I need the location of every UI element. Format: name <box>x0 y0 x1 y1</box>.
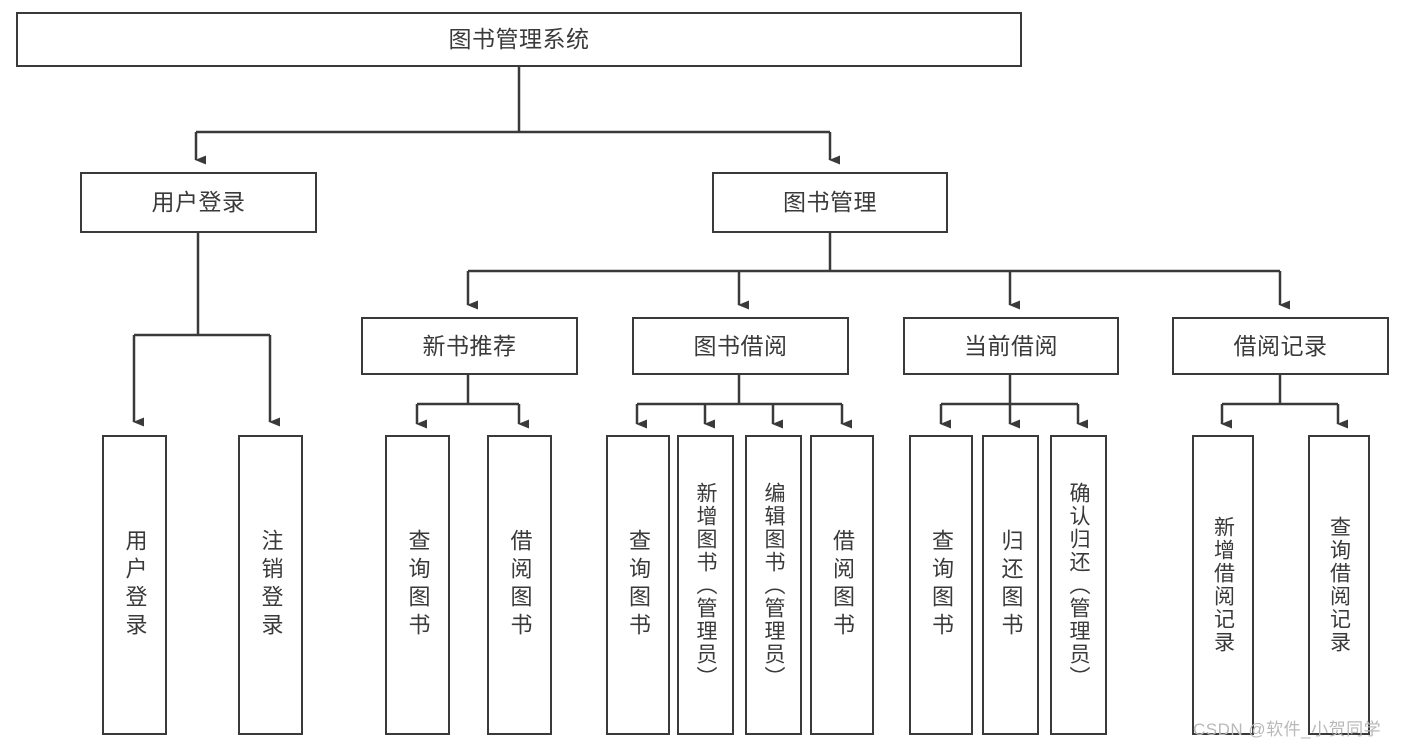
node-label: 注销登录 <box>258 529 284 641</box>
node-leaf-current-borrow-1[interactable]: 归还图书 <box>982 435 1039 735</box>
node-label: 归还图书 <box>998 529 1024 641</box>
node-label: 新增借阅记录 <box>1211 516 1235 654</box>
node-leaf-borrow-record-0[interactable]: 新增借阅记录 <box>1192 435 1254 735</box>
node-borrow-record[interactable]: 借阅记录 <box>1172 317 1389 375</box>
node-leaf-current-borrow-2[interactable]: 确认归还（管理员） <box>1050 435 1107 735</box>
node-leaf-new-book-recommend-1[interactable]: 借阅图书 <box>487 435 552 735</box>
node-label: 图书管理系统 <box>448 26 590 52</box>
watermark-text: CSDN @软件_小贺同学 <box>1193 720 1382 739</box>
node-label: 新书推荐 <box>422 332 517 359</box>
node-user-login[interactable]: 用户登录 <box>80 172 317 233</box>
node-label: 查询图书 <box>405 529 431 641</box>
node-label: 图书管理 <box>783 189 877 215</box>
node-root-book-management-system[interactable]: 图书管理系统 <box>16 12 1022 67</box>
node-current-borrow[interactable]: 当前借阅 <box>903 317 1119 375</box>
node-label: 新增图书（管理员） <box>694 481 717 689</box>
node-label: 图书借阅 <box>693 332 788 359</box>
node-label: 编辑图书（管理员） <box>762 481 785 689</box>
node-label: 确认归还（管理员） <box>1067 481 1090 689</box>
node-leaf-borrow-record-1[interactable]: 查询借阅记录 <box>1308 435 1370 735</box>
node-leaf-user-login-1[interactable]: 注销登录 <box>238 435 303 735</box>
node-label: 借阅图书 <box>830 529 855 641</box>
node-leaf-current-borrow-0[interactable]: 查询图书 <box>909 435 973 735</box>
node-leaf-book-borrow-1[interactable]: 新增图书（管理员） <box>677 435 734 735</box>
node-label: 查询借阅记录 <box>1327 516 1351 654</box>
node-leaf-user-login-0[interactable]: 用户登录 <box>102 435 167 735</box>
node-label: 借阅图书 <box>507 529 533 641</box>
node-leaf-book-borrow-2[interactable]: 编辑图书（管理员） <box>745 435 802 735</box>
connector-lines <box>132 67 1348 429</box>
node-label: 用户登录 <box>122 529 148 641</box>
node-book-borrow[interactable]: 图书借阅 <box>632 317 849 375</box>
node-leaf-book-borrow-0[interactable]: 查询图书 <box>606 435 670 735</box>
node-label: 用户登录 <box>151 189 246 215</box>
node-label: 当前借阅 <box>964 332 1058 359</box>
node-label: 查询图书 <box>929 529 954 641</box>
node-leaf-book-borrow-3[interactable]: 借阅图书 <box>810 435 874 735</box>
node-label: 借阅记录 <box>1233 332 1328 359</box>
node-book-management[interactable]: 图书管理 <box>712 172 948 233</box>
node-new-book-recommend[interactable]: 新书推荐 <box>361 317 578 375</box>
node-leaf-new-book-recommend-0[interactable]: 查询图书 <box>385 435 450 735</box>
node-label: 查询图书 <box>626 529 651 641</box>
